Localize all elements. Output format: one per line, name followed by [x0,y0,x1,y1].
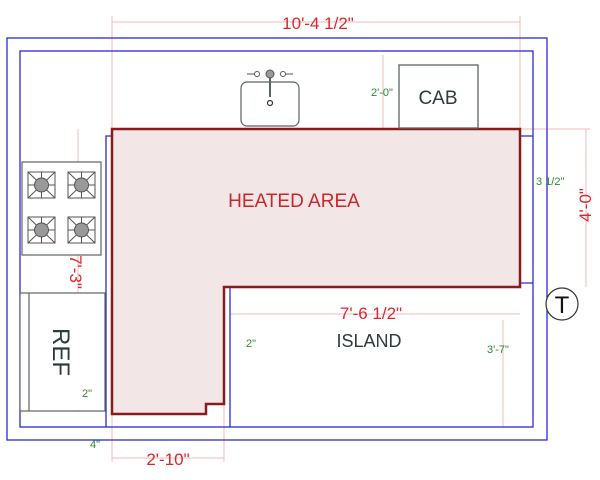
stove-icon [21,161,102,256]
dim-bottom-offset: 4" [90,439,100,451]
dim-ref-offset: 2" [82,388,92,400]
heated-area-label: HEATED AREA [228,191,360,212]
outer-wall [6,37,548,441]
cab-label: CAB [418,88,457,109]
dim-island-width: 7'-6 1/2" [340,304,402,323]
ref-label: REF [47,328,74,376]
cabinet[interactable] [398,64,479,129]
sink-icon [240,69,300,127]
dim-bottom-width: 2'-10" [146,450,189,469]
dim-left-height: 7'-3" [66,255,85,289]
inner-wall [19,50,534,428]
refrigerator[interactable] [19,292,106,412]
dim-island-offset: 2" [246,338,256,350]
dim-right-height: 4'-0" [576,188,595,222]
heated-area[interactable] [110,127,522,416]
dim-cab-offset: 2'-0" [371,87,393,99]
dim-right-offset: 3 1/2" [536,176,564,188]
island-label: ISLAND [336,331,401,351]
thermostat-icon[interactable] [545,287,579,321]
dim-overall-width: 10'-4 1/2" [282,14,354,33]
thermostat-label: T [555,292,570,319]
dim-island-depth: 3'-7" [487,344,509,356]
